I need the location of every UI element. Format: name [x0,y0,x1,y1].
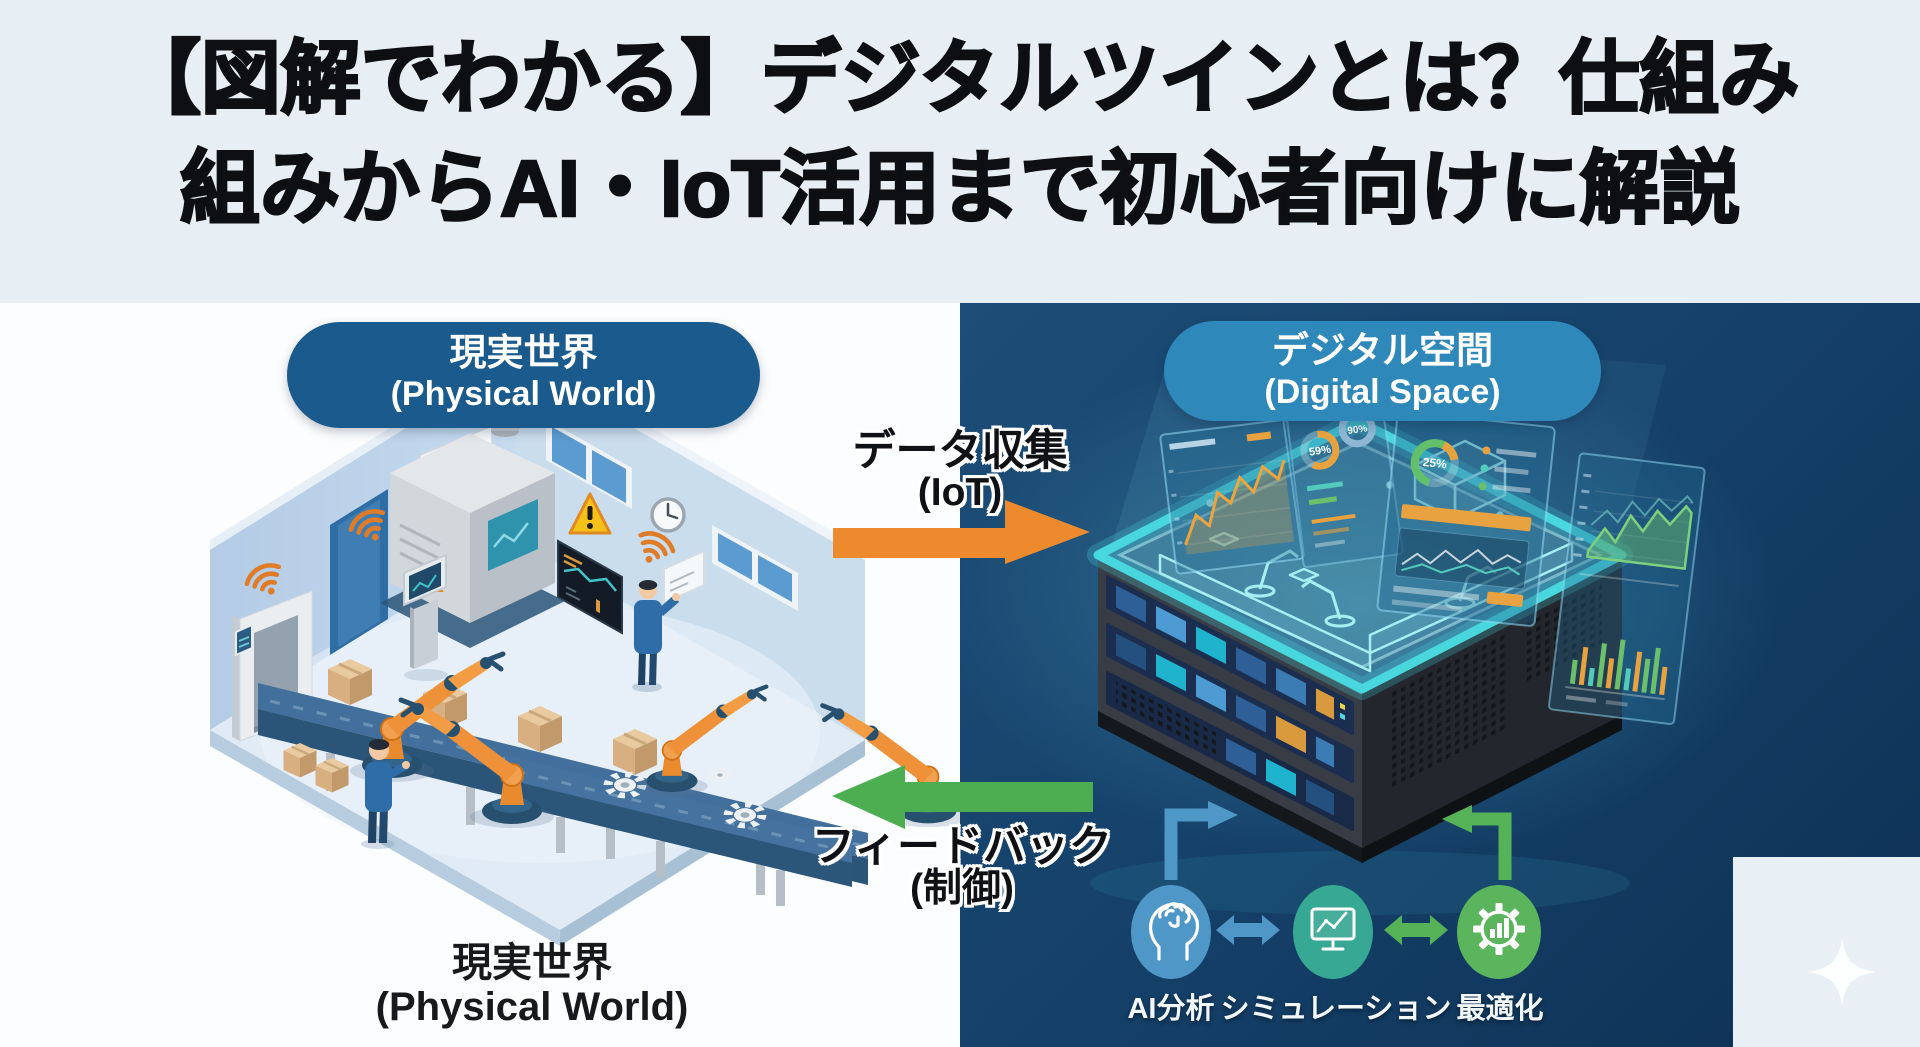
physical-world-caption: 現実世界 (Physical World) [252,941,812,1029]
title-band: 【図解でわかる】デジタルツインとは？仕組み 組みからAI・IoT活用まで初心者向… [0,0,1920,303]
data-collection-label: データ収集 (IoT) [852,427,1068,514]
feedback-label: フィードバック (制御) [811,823,1113,910]
ai-brain-icon [1148,902,1200,961]
server-box [1090,555,1630,915]
physical-world-pill-en: (Physical World) [390,374,657,413]
warning-icon [568,492,612,535]
holo-dashboard-area-chart [1548,452,1706,725]
corner-sparkle-box [1733,857,1920,1047]
wall-dashboard [557,539,623,635]
caption-en: (Physical World) [375,985,689,1029]
donut-gauge-green: 25% [1410,439,1459,488]
worker [361,739,410,849]
donut-gauge-orange: 59% [1300,430,1340,470]
factory-scene [210,350,960,946]
digital-space-panel: 59% 90% 25% [960,303,1920,1047]
physical-world-pill: 現実世界 (Physical World) [287,322,760,428]
cnc-machine [380,409,565,648]
conveyor-belt [505,755,852,906]
digital-space-pill-en: (Digital Space) [1264,372,1501,411]
optimization-label: 最適化 [1456,993,1544,1025]
sim-opt-double-arrow [1384,915,1448,945]
sparkle-icon [1808,938,1876,1006]
svg-text:25%: 25% [1422,455,1448,471]
holo-dashboard-kpi: 25% [1376,410,1556,627]
optimization-gear-icon [1473,903,1525,955]
svg-text:59%: 59% [1308,444,1332,459]
svg-text:90%: 90% [1347,423,1368,437]
caption-jp: 現実世界 [452,941,612,985]
physical-world-pill-jp: 現実世界 [449,332,598,373]
digital-twin-scene: 59% 90% 25% [960,343,1780,979]
ai-to-server-arrow [1164,801,1238,880]
window [546,419,632,509]
ai-sim-double-arrow [1216,915,1280,945]
physical-world-panel: 現実世界 (Physical World) 現実世界 (Physical Wor… [0,303,960,1047]
ai-analysis-label: AI分析 [1127,993,1215,1025]
ai-analysis-circle [1131,885,1211,979]
digital-space-pill-jp: デジタル空間 [1271,330,1494,371]
holo-dashboard-gauges: 59% 90% [1281,396,1404,568]
title-line-2: 組みからAI・IoT活用まで初心者向けに解説 [179,143,1742,235]
feedback-arrow [832,765,1093,829]
holo-dashboard-line-chart [1159,418,1305,575]
kiosk-monitor [403,553,448,681]
title-line-1: 【図解でわかる】デジタルツインとは？仕組み [119,33,1800,125]
window [712,525,798,611]
worker [632,549,705,692]
clock-icon [650,497,686,533]
simulation-monitor-icon [1310,907,1356,951]
simulation-label: シミュレーション [1220,993,1452,1025]
data-collection-arrow [833,500,1090,564]
digital-space-pill: デジタル空間 (Digital Space) [1164,321,1601,421]
optimization-to-server-arrow [1442,805,1512,880]
